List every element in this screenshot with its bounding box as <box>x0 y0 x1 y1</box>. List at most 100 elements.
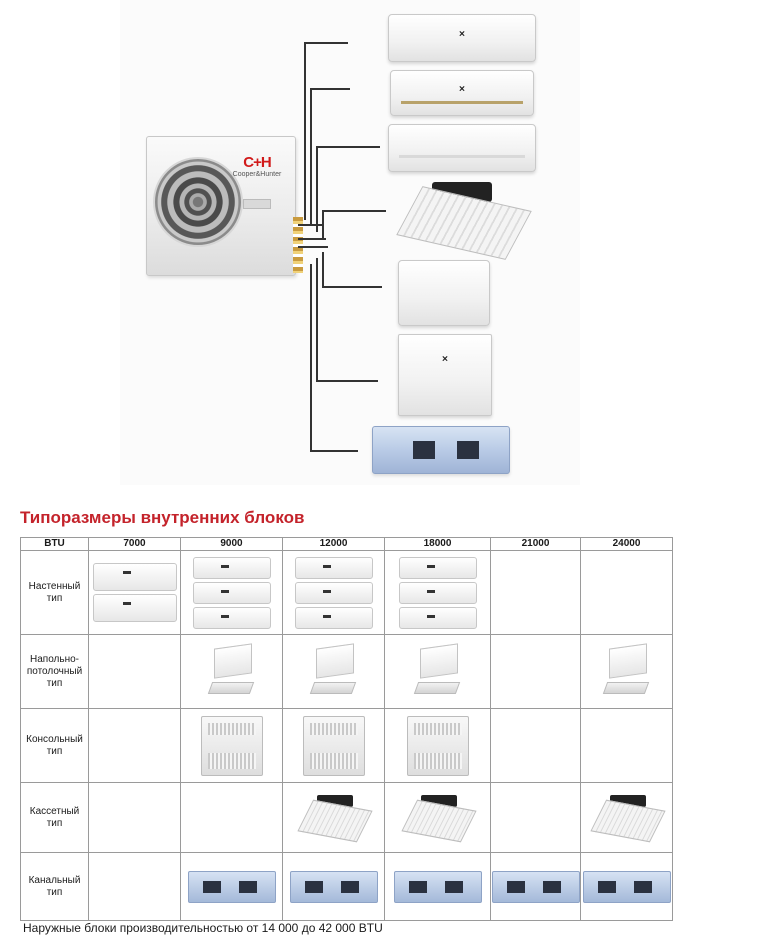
indoor-unit-size-table: BTU 7000 9000 12000 18000 21000 24000 На… <box>20 537 673 921</box>
wall-unit-image <box>192 606 271 629</box>
cell <box>384 708 491 783</box>
cell-images <box>283 556 384 629</box>
cell-images <box>181 642 282 698</box>
wall-unit-image <box>92 594 177 622</box>
cell <box>180 852 283 921</box>
cell-images <box>385 870 490 903</box>
cassette-unit-image <box>400 793 477 843</box>
console-unit: ✕ <box>398 334 492 416</box>
row-label-line: Кассетный <box>29 805 80 817</box>
connection-line <box>298 238 326 240</box>
unit-logo-icon: ✕ <box>458 84 466 94</box>
cell <box>580 634 673 709</box>
brand-logo-text: C+H <box>243 154 271 171</box>
ducted-unit-image <box>187 870 276 903</box>
wall-unit-image <box>294 556 373 579</box>
row-label-line: Настенный <box>28 580 81 592</box>
cell <box>88 852 181 921</box>
cell-images <box>581 793 672 843</box>
console-unit-image <box>200 715 263 776</box>
console-unit-image <box>302 715 365 776</box>
connection-line <box>298 246 328 248</box>
header-capacity: 7000 <box>88 537 181 551</box>
ducted-unit-image <box>289 870 378 903</box>
unit-logo-icon: ✕ <box>441 354 449 364</box>
brand-logo: C+H Cooper&Hunter <box>231 155 283 185</box>
wall-unit-image <box>92 563 177 591</box>
duct-grille <box>413 441 435 459</box>
floor-ceiling-unit-image <box>601 642 653 698</box>
cell <box>88 634 181 709</box>
unit-logo-icon: ✕ <box>458 29 466 39</box>
cell <box>282 550 385 635</box>
row-label-line: тип <box>46 886 63 898</box>
footnote: Наружные блоки производительностью от 14… <box>23 921 383 935</box>
cassette-unit <box>396 182 532 260</box>
row-label-line: тип <box>46 677 63 689</box>
cell <box>384 782 491 853</box>
cell <box>180 634 283 709</box>
cell <box>282 634 385 709</box>
cell <box>88 550 181 635</box>
row-label-line: тип <box>46 817 63 829</box>
cell <box>580 852 673 921</box>
brand-logo-subtext: Cooper&Hunter <box>232 171 282 178</box>
floor-ceiling-unit <box>398 260 490 326</box>
ducted-unit-image <box>582 870 671 903</box>
wall-unit-image <box>294 581 373 604</box>
wall-unit-image <box>294 606 373 629</box>
cell <box>384 634 491 709</box>
ducted-unit <box>372 426 510 474</box>
cell <box>88 708 181 783</box>
cell-images <box>283 715 384 776</box>
row-label-line: тип <box>46 592 63 604</box>
cell-images <box>385 556 490 629</box>
cell-images <box>89 563 180 622</box>
outdoor-unit: C+H Cooper&Hunter <box>146 136 303 276</box>
cell <box>580 550 673 635</box>
connection-line <box>322 286 382 288</box>
connection-line <box>310 450 358 452</box>
duct-grille <box>457 441 479 459</box>
section-heading: Типоразмеры внутренних блоков <box>20 508 305 527</box>
wall-unit-image <box>192 581 271 604</box>
wall-mounted-unit-1: ✕ <box>388 14 536 62</box>
connection-line <box>316 258 318 382</box>
cell <box>490 550 581 635</box>
connection-line <box>304 42 306 220</box>
header-capacity: 21000 <box>490 537 581 551</box>
cell <box>180 550 283 635</box>
wall-mounted-unit-3 <box>388 124 536 172</box>
row-label-line: тип <box>46 745 63 757</box>
cell-images <box>581 870 672 903</box>
cell <box>88 782 181 853</box>
cell-images <box>491 870 580 903</box>
cell-images <box>181 870 282 903</box>
ducted-unit-image <box>393 870 482 903</box>
floor-ceiling-unit-image <box>206 642 258 698</box>
cell-images <box>385 793 490 843</box>
cell-images <box>581 642 672 698</box>
wall-unit-image <box>398 606 477 629</box>
cell <box>384 852 491 921</box>
wall-unit-image <box>398 581 477 604</box>
cell <box>490 852 581 921</box>
cell-images <box>181 556 282 629</box>
header-capacity: 18000 <box>384 537 491 551</box>
wall-unit-image <box>192 556 271 579</box>
header-capacity: 12000 <box>282 537 385 551</box>
connection-line <box>310 88 350 90</box>
cassette-unit-image <box>296 793 373 843</box>
unit-trim <box>401 101 523 104</box>
cell <box>490 634 581 709</box>
floor-ceiling-unit-image <box>412 642 464 698</box>
cell-images <box>283 642 384 698</box>
header-capacity: 9000 <box>180 537 283 551</box>
wall-mounted-unit-2: ✕ <box>390 70 534 116</box>
connection-line <box>322 252 324 286</box>
connection-line <box>316 380 378 382</box>
